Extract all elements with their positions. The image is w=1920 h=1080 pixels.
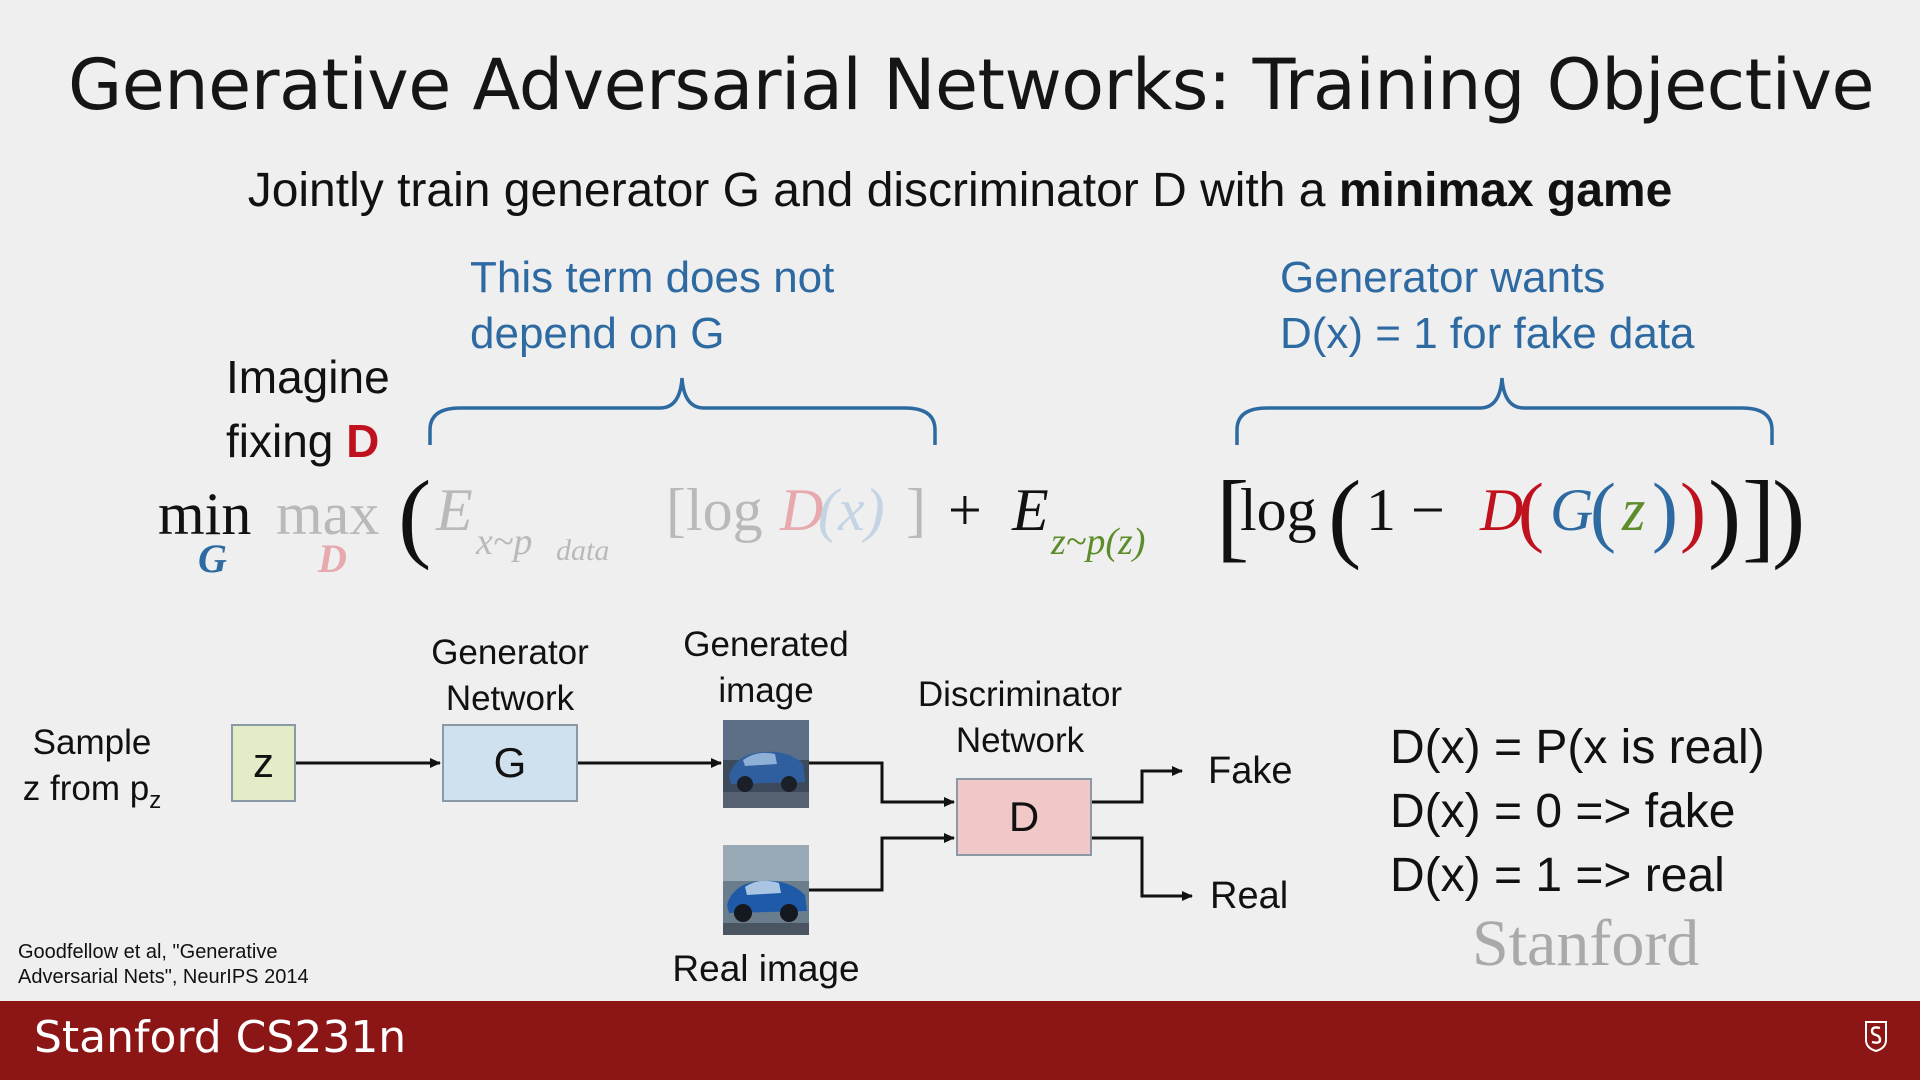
eq-min: min (158, 481, 252, 547)
footer-course-name: Stanford CS231n (34, 1012, 407, 1063)
subtitle-bold: minimax game (1338, 164, 1673, 217)
generated-image-thumbnail (723, 720, 809, 808)
brace-left (428, 377, 937, 445)
generator-label-line1: Generator (431, 633, 589, 672)
real-image-thumbnail (723, 845, 809, 935)
stanford-watermark: Stanford (1472, 907, 1700, 980)
eq-term1-open: [log (666, 477, 763, 543)
note-right: Generator wants D(x) = 1 for fake data (1280, 250, 1695, 362)
generated-label-line2: image (718, 671, 814, 710)
stanford-logo-icon (1865, 1021, 1887, 1052)
imagine-line2: fixing D (226, 409, 390, 473)
definition-1: D(x) = P(x is real) (1390, 721, 1765, 774)
eq-term1-arg: (x) (818, 477, 885, 543)
sample-label-text: z from p (22, 769, 150, 808)
definition-3: D(x) = 1 => real (1390, 849, 1725, 902)
brace-right (1235, 377, 1774, 445)
arrow-generated-to-d (809, 761, 955, 807)
imagine-line1: Imagine (226, 351, 390, 403)
eq-close-paren: ) (1772, 460, 1806, 571)
eq-min-sub: G (198, 536, 227, 581)
imagine-note: Imagine fixing D (226, 345, 390, 473)
discriminator-label-line2: Network (955, 721, 1085, 760)
note-left: This term does not depend on G (470, 250, 834, 362)
generator-box: G (442, 724, 578, 802)
eq-one-minus: 1 − (1366, 477, 1445, 543)
definition-2: D(x) = 0 => fake (1390, 785, 1736, 838)
real-image-label: Real image (672, 948, 860, 989)
sample-label-line2: z from pz (14, 766, 170, 824)
generator-label-line2: Network (445, 679, 575, 718)
arrow-d-to-fake (1092, 766, 1183, 804)
arrow-d-to-real (1092, 836, 1193, 901)
eq-close-bracket: ] (1742, 460, 1776, 571)
eq-paren4-open: ( (1590, 467, 1616, 554)
note-left-line2: depend on G (470, 309, 725, 358)
eq-e2: E (1012, 477, 1049, 543)
slide-title: Generative Adversarial Networks: Trainin… (68, 44, 1875, 126)
eq-max-sub: D (318, 536, 347, 581)
eq-paren4-close: ) (1652, 467, 1678, 554)
sample-label-sub: z (149, 787, 162, 814)
eq-max: max (276, 481, 380, 547)
citation: Goodfellow et al, "Generative Adversaria… (18, 940, 309, 990)
eq-paren3-close: ) (1680, 467, 1706, 554)
slide-subtitle: Jointly train generator G and discrimina… (0, 163, 1920, 218)
eq-g: G (1550, 477, 1594, 543)
citation-line2: Adversarial Nets", NeurIPS 2014 (18, 966, 309, 988)
eq-e2-sub: z~p(z) (1051, 521, 1146, 563)
eq-paren2-open: ( (1328, 460, 1362, 571)
footer-bar (0, 1001, 1920, 1080)
generated-label-line1: Generated (683, 625, 849, 664)
eq-z: z (1622, 477, 1646, 543)
eq-open-bracket: [ (1216, 460, 1250, 571)
eq-paren3-open: ( (1518, 467, 1544, 554)
citation-line1: Goodfellow et al, "Generative (18, 941, 278, 963)
note-right-line1: Generator wants (1280, 253, 1606, 302)
sample-label: Sample z from pz (14, 720, 170, 824)
eq-log: log (1240, 477, 1317, 543)
real-label: Real (1210, 875, 1289, 917)
arrow-real-to-d (809, 833, 955, 892)
fake-label: Fake (1208, 750, 1293, 792)
subtitle-text: Jointly train generator G and discrimina… (247, 164, 1339, 217)
eq-paren2-close: ) (1708, 460, 1742, 571)
eq-term1-close: ] (906, 477, 926, 543)
eq-term1-d: D (780, 477, 824, 543)
imagine-fixing: fixing (226, 415, 347, 467)
note-right-line2: D(x) = 1 for fake data (1280, 309, 1695, 358)
imagine-d: D (346, 415, 380, 467)
discriminator-label-line1: Discriminator (917, 675, 1123, 714)
eq-d: D (1480, 477, 1524, 543)
generator-label: Generator Network (400, 630, 620, 722)
eq-e1: E (436, 477, 473, 543)
eq-plus: + (948, 477, 982, 543)
note-left-line1: This term does not (470, 253, 835, 302)
sample-label-line1: Sample (32, 723, 152, 762)
eq-open-paren: ( (398, 460, 432, 571)
discriminator-box: D (956, 778, 1092, 856)
eq-e1-sub: x~p (476, 521, 533, 563)
discriminator-label: Discriminator Network (890, 672, 1150, 764)
z-box: z (231, 724, 296, 802)
generated-image-label: Generated image (656, 622, 876, 714)
eq-e1-subsub: data (556, 534, 610, 567)
